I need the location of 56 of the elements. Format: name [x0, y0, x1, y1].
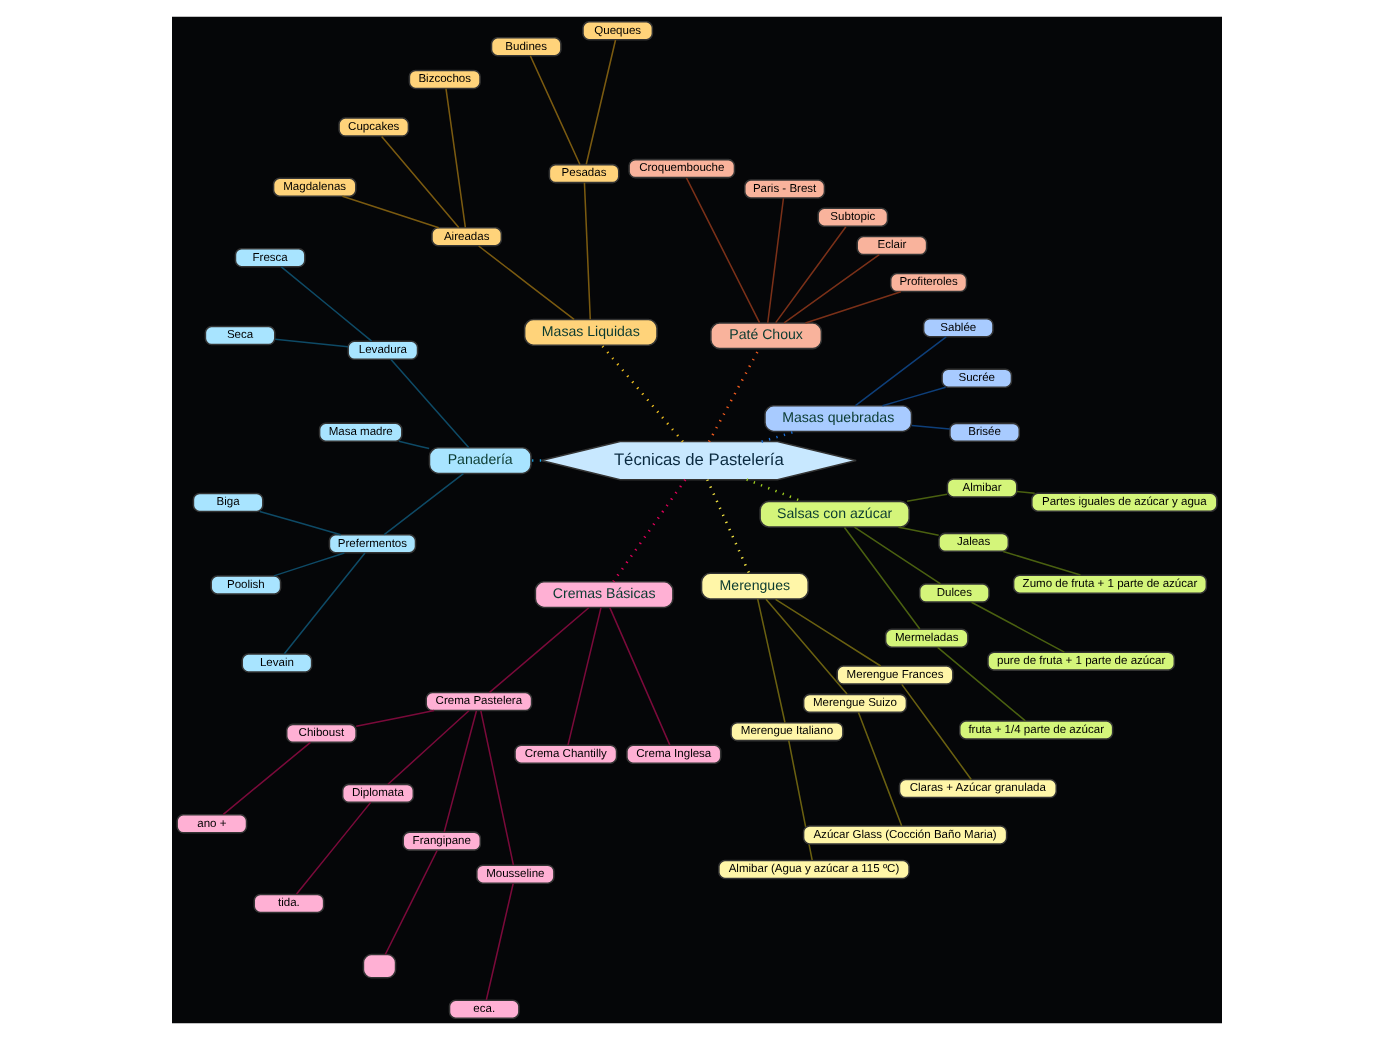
connector: [354, 709, 434, 728]
connector: [910, 424, 950, 430]
connector: [257, 510, 341, 536]
connector: [856, 711, 902, 827]
connector: [599, 344, 683, 443]
connector: [566, 606, 601, 746]
connector: [705, 479, 750, 574]
connector: [484, 882, 513, 1001]
connector: [282, 552, 365, 655]
connector: [755, 598, 785, 724]
connector: [706, 348, 760, 443]
connector: [773, 225, 846, 324]
connector: [842, 526, 920, 630]
connector: [340, 195, 439, 229]
connector: [880, 386, 946, 407]
connector: [221, 741, 311, 816]
connector: [383, 849, 437, 956]
connector: [379, 135, 459, 229]
connector: [476, 245, 574, 321]
node-box: [361, 953, 396, 979]
connector: [611, 479, 686, 583]
connector: [584, 39, 616, 166]
connector: [389, 358, 469, 449]
connector: [487, 606, 589, 694]
connector: [852, 526, 941, 585]
connector: [608, 606, 670, 746]
connector: [530, 459, 541, 462]
connector: [787, 739, 812, 861]
connector: [272, 552, 345, 577]
connector: [582, 181, 591, 321]
connector: [528, 55, 580, 166]
connector: [273, 338, 348, 348]
connector: [745, 478, 802, 503]
connector: [397, 440, 429, 450]
connector: [853, 336, 946, 407]
connector: [684, 177, 760, 324]
connector: [1001, 550, 1081, 576]
connector: [766, 197, 784, 324]
connector: [896, 526, 939, 537]
connector: [294, 801, 371, 895]
connector: [382, 472, 464, 536]
connector: [905, 493, 947, 503]
connector: [773, 598, 881, 667]
connector: [1015, 490, 1035, 494]
connector: [969, 601, 1065, 653]
connector: [442, 710, 477, 833]
connector: [900, 683, 971, 781]
connector: [444, 87, 466, 229]
connector: [764, 598, 847, 695]
connector: [279, 266, 372, 342]
connector: [479, 710, 514, 866]
connector: [782, 253, 880, 324]
connector: [760, 430, 795, 443]
connector: [386, 709, 469, 786]
connector: [935, 646, 1026, 722]
connector: [803, 290, 901, 324]
